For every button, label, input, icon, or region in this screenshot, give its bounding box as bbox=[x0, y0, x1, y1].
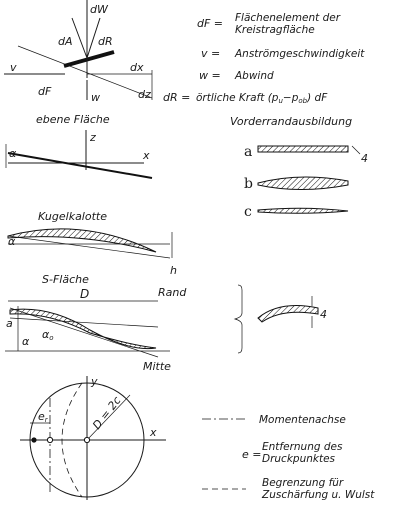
legend-bottom: Momentenachse e = Entfernung des Druckpu… bbox=[202, 414, 375, 501]
point-center bbox=[83, 436, 91, 444]
legend-dR-symbol: dR = bbox=[163, 91, 190, 104]
legend-boundary-text-1: Begrenzung für bbox=[262, 477, 344, 489]
label-e: er bbox=[38, 410, 49, 424]
flat-plate-diagram: ebene Fläche z x α bbox=[5, 113, 153, 179]
legend-moment-axis: Momentenachse bbox=[259, 414, 346, 426]
row-b-label: b bbox=[244, 176, 253, 192]
dim-4a-leader bbox=[351, 145, 361, 155]
legend-dR-text: örtliche Kraft (pu−pob) dF bbox=[196, 92, 328, 105]
s-surface-diagram: S-Fläche D Rand a α αo Mitte bbox=[5, 273, 187, 373]
row-a-label: a bbox=[244, 144, 252, 160]
s-chord bbox=[9, 307, 159, 358]
legend-v-symbol: v = bbox=[201, 47, 220, 60]
legend-dF-symbol: dF = bbox=[197, 17, 223, 30]
force-diagram: dW dA dR v dx dz dF w bbox=[4, 0, 153, 104]
label-rand: Rand bbox=[158, 286, 187, 299]
profile-c bbox=[257, 207, 349, 214]
s-mean-line bbox=[9, 317, 159, 328]
profile-wulst bbox=[257, 305, 319, 323]
point-e bbox=[46, 436, 54, 444]
s-surface-title: S-Fläche bbox=[42, 273, 89, 286]
label-h: h bbox=[170, 264, 177, 277]
spherical-cap-diagram: Kugelkalotte α h bbox=[7, 210, 177, 277]
label-dW: dW bbox=[90, 3, 109, 16]
label-alpha-s: α bbox=[22, 335, 30, 348]
cap-profile bbox=[7, 228, 157, 253]
label-w: w bbox=[91, 91, 100, 104]
label-z: z bbox=[89, 131, 96, 144]
dim-4a: 4 bbox=[361, 152, 368, 165]
profile-a bbox=[257, 145, 349, 153]
label-alpha-flat: α bbox=[9, 147, 17, 160]
point-left bbox=[31, 437, 37, 443]
label-dA: dA bbox=[58, 35, 73, 48]
cap-chord bbox=[7, 235, 171, 259]
leading-edge-diagram: Vorderrandausbildung a 4 b c 4 bbox=[230, 115, 368, 354]
label-x: x bbox=[142, 149, 150, 162]
legend-dF-text-2: Kreistragfläche bbox=[235, 24, 315, 36]
label-x-circle: x bbox=[149, 426, 157, 439]
label-v: v bbox=[10, 61, 17, 74]
plate-axis-line bbox=[17, 45, 153, 99]
diameter-line bbox=[86, 394, 131, 441]
label-dF: dF bbox=[38, 85, 52, 98]
profile-b bbox=[257, 176, 349, 190]
legend-w-text: Abwind bbox=[234, 70, 274, 82]
flat-plate bbox=[7, 152, 153, 179]
legend-e-text-1: Entfernung des bbox=[262, 441, 343, 453]
label-a: a bbox=[6, 317, 13, 330]
surface-element-dF bbox=[63, 50, 115, 68]
legend-top: dF = Flächenelement der Kreistragfläche … bbox=[163, 12, 365, 105]
legend-e-text-2: Druckpunktes bbox=[262, 453, 336, 465]
flat-plate-title: ebene Fläche bbox=[36, 113, 110, 126]
force-dA-arrow bbox=[71, 17, 88, 59]
legend-dF-text-1: Flächenelement der bbox=[235, 12, 341, 24]
circle-planform-diagram: y x er D = 2c bbox=[20, 375, 166, 500]
legend-boundary-text-2: Zuschärfung u. Wulst bbox=[261, 489, 375, 501]
label-dz: dz bbox=[138, 88, 151, 101]
s-profile bbox=[9, 308, 157, 350]
legend-v-text: Anströmgeschwindigkeit bbox=[234, 48, 365, 60]
label-alpha0-s: αo bbox=[42, 328, 54, 342]
dim-4b: 4 bbox=[320, 308, 327, 321]
legend-w-symbol: w = bbox=[199, 69, 221, 82]
legend-e-symbol: e = bbox=[242, 448, 261, 461]
label-D-s: D bbox=[80, 287, 89, 301]
force-dR-arrow bbox=[86, 17, 101, 59]
bracket bbox=[233, 284, 243, 354]
label-D-circle: D = 2c bbox=[90, 394, 123, 432]
label-mitte: Mitte bbox=[143, 360, 171, 373]
label-y: y bbox=[90, 375, 98, 388]
row-c-label: c bbox=[244, 204, 252, 220]
spherical-cap-title: Kugelkalotte bbox=[38, 210, 107, 223]
label-alpha-cap: α bbox=[8, 235, 16, 248]
label-dx: dx bbox=[130, 61, 144, 74]
label-dR: dR bbox=[98, 35, 113, 48]
leading-edge-title: Vorderrandausbildung bbox=[230, 115, 352, 128]
